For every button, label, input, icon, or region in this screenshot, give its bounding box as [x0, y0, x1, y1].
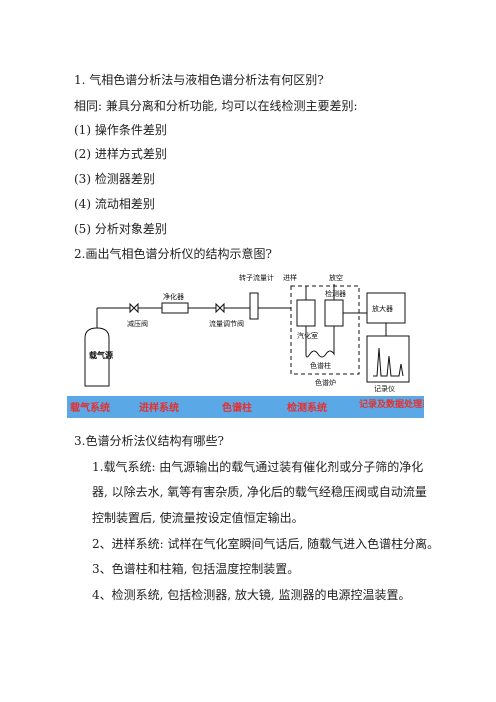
band-label-carrier: 载气系统 [70, 401, 110, 414]
band-label-recording: 记录及数据处理系统 [359, 398, 424, 410]
q3-p3: 3、色谱柱和柱箱, 包括温度控制装置。 [92, 562, 300, 576]
q3-p1-line3: 控制装置后, 使流量按设定值恒定输出。 [92, 511, 304, 525]
label-amplifier: 放大器 [372, 304, 393, 313]
label-purifier: 净化器 [163, 292, 184, 301]
q2-title: 2.画出气相色谱分析仪的结构示意图? [74, 247, 272, 261]
q1-item-5: (5) 分析对象差别 [74, 222, 167, 236]
band-label-injection: 进样系统 [139, 401, 179, 414]
q3-title: 3.色谱分析法仪结构有哪些? [74, 434, 224, 448]
gc-structure-diagram: 载气源 减压阀 净化器 流量调节阀 转子流量计 进样 放空 汽化室 检测器 放大… [67, 268, 424, 418]
q1-item-1: (1) 操作条件差别 [74, 123, 167, 137]
label-column: 色谱柱 [310, 361, 331, 370]
q3-p1-line2: 器, 以除去水, 氧等有害杂质, 净化后的载气经稳压阀或自动流量 [92, 485, 427, 499]
q1-title: 1. 气相色谱分析法与液相色谱分析法有何区别? [74, 73, 324, 87]
band-label-detection: 检测系统 [287, 401, 327, 414]
q1-item-4: (4) 流动相差别 [74, 197, 155, 211]
label-flow-valve: 流量调节阀 [209, 319, 244, 328]
label-detector: 检测器 [325, 289, 346, 298]
label-injection: 进样 [283, 273, 297, 282]
band-label-column: 色谱柱 [222, 401, 252, 414]
q1-intro: 相同: 兼具分离和分析功能, 均可以在线检测主要差别: [74, 99, 358, 113]
label-rotor-flowmeter: 转子流量计 [239, 273, 274, 282]
label-pressure-valve: 减压阀 [127, 319, 148, 328]
q1-item-3: (3) 检测器差别 [74, 172, 155, 186]
q3-p2: 2、进样系统: 试样在气化室瞬间气话后, 随载气进入色谱柱分离。 [92, 537, 440, 551]
q1-item-2: (2) 进样方式差别 [74, 147, 167, 161]
label-vent: 放空 [329, 273, 343, 282]
label-vaporizer: 汽化室 [297, 331, 318, 340]
label-recorder: 记录仪 [374, 385, 395, 393]
system-band [67, 396, 424, 418]
label-oven: 色谱炉 [315, 378, 336, 387]
q3-p4: 4、检测系统, 包括检测器, 放大镜, 监测器的电源控温装置。 [92, 588, 411, 602]
q3-p1-line1: 1.载气系统: 由气源输出的载气通过装有催化剂或分子筛的净化 [92, 460, 424, 474]
label-carrier-gas-source: 载气源 [89, 350, 113, 360]
